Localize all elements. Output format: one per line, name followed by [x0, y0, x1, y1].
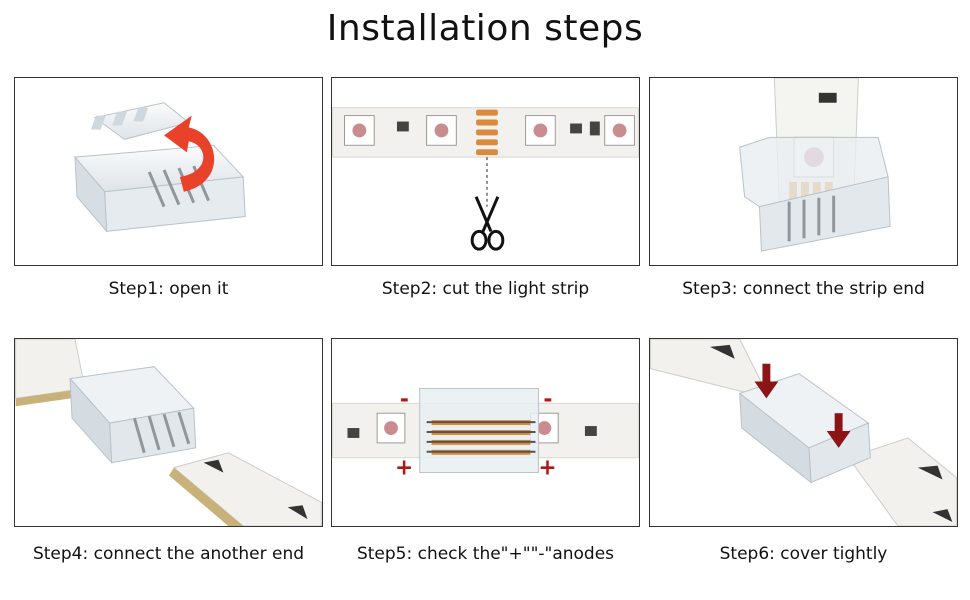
step6-caption: Step6: cover tightly — [719, 544, 888, 564]
page-title: Installation steps — [326, 8, 644, 49]
check-polarity-illustration: - - + + — [332, 387, 639, 481]
plus-right-marker: + — [538, 456, 556, 481]
press-arrow-icon — [754, 363, 851, 448]
step4-caption: Step4: connect the another end — [32, 544, 305, 564]
plus-left-marker: + — [395, 456, 413, 481]
step5-image: - - + + — [331, 338, 640, 527]
cut-strip-illustration — [332, 107, 639, 251]
step3-caption: Step3: connect the strip end — [682, 279, 925, 299]
cover-tightly-illustration — [650, 339, 957, 526]
minus-left-marker: - — [400, 387, 409, 412]
scissors-icon — [470, 196, 505, 251]
step2-image — [331, 77, 640, 266]
step1-caption: Step1: open it — [108, 279, 229, 299]
step3-image — [649, 77, 958, 266]
step2-caption: Step2: cut the light strip — [381, 279, 590, 299]
step6-image — [649, 338, 958, 527]
step1-image — [14, 77, 323, 266]
led-chip — [344, 115, 635, 146]
insert-strip-illustration — [739, 78, 891, 252]
connect-other-end-illustration — [15, 339, 322, 526]
open-connector-illustration — [73, 102, 246, 233]
step4-image — [14, 338, 323, 527]
step5-caption: Step5: check the"+""-"anodes — [356, 544, 615, 564]
minus-right-marker: - — [543, 387, 552, 412]
